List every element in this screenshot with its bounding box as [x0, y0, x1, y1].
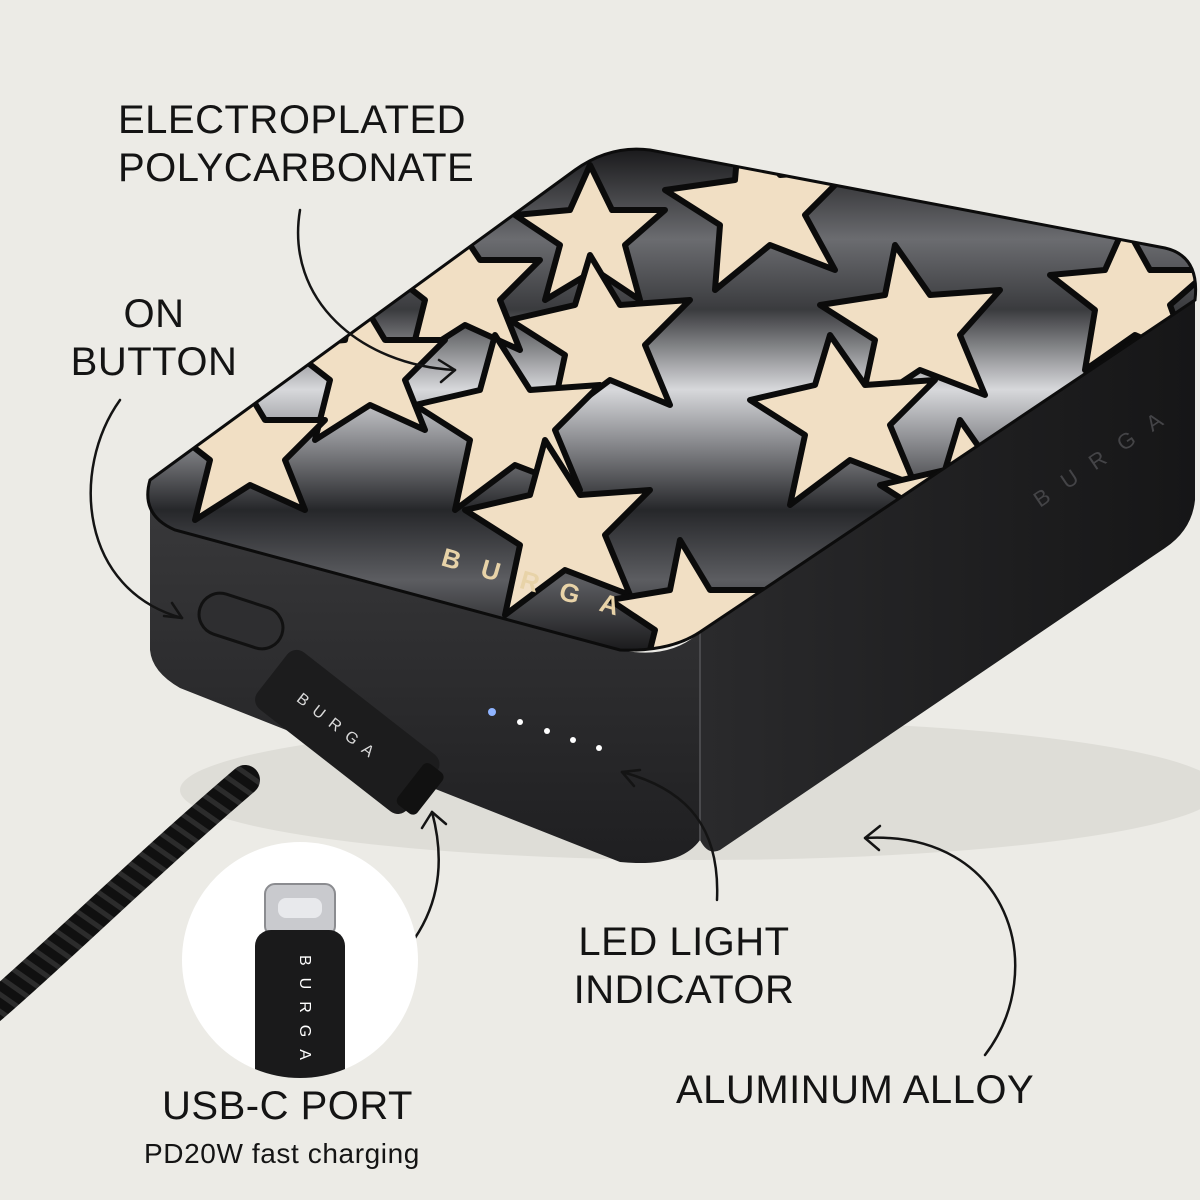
- label-usb-c-port: USB-C PORT: [162, 1084, 413, 1128]
- label-electroplated-polycarbonate: ELECTROPLATED POLYCARBONATE: [118, 98, 475, 190]
- label-led-indicator: LED LIGHT INDICATOR: [573, 920, 795, 1012]
- on-button: [197, 591, 285, 651]
- label-fast-charging: PD20W fast charging: [144, 1138, 420, 1169]
- star-pattern: [162, 149, 1196, 651]
- device-top-face: [147, 149, 1196, 651]
- cable: [0, 765, 260, 1022]
- usb-c-connector-icon: BURGA: [255, 883, 345, 1078]
- callout-arrows: [89, 208, 1017, 1057]
- svg-text:BURGA: BURGA: [296, 955, 313, 1072]
- led-indicator: [488, 708, 602, 751]
- label-on-button: ON BUTTON: [70, 292, 238, 384]
- device-right-side: [700, 300, 1195, 852]
- device-front-side: [150, 480, 700, 864]
- label-aluminum-alloy: ALUMINUM ALLOY: [676, 1068, 1035, 1112]
